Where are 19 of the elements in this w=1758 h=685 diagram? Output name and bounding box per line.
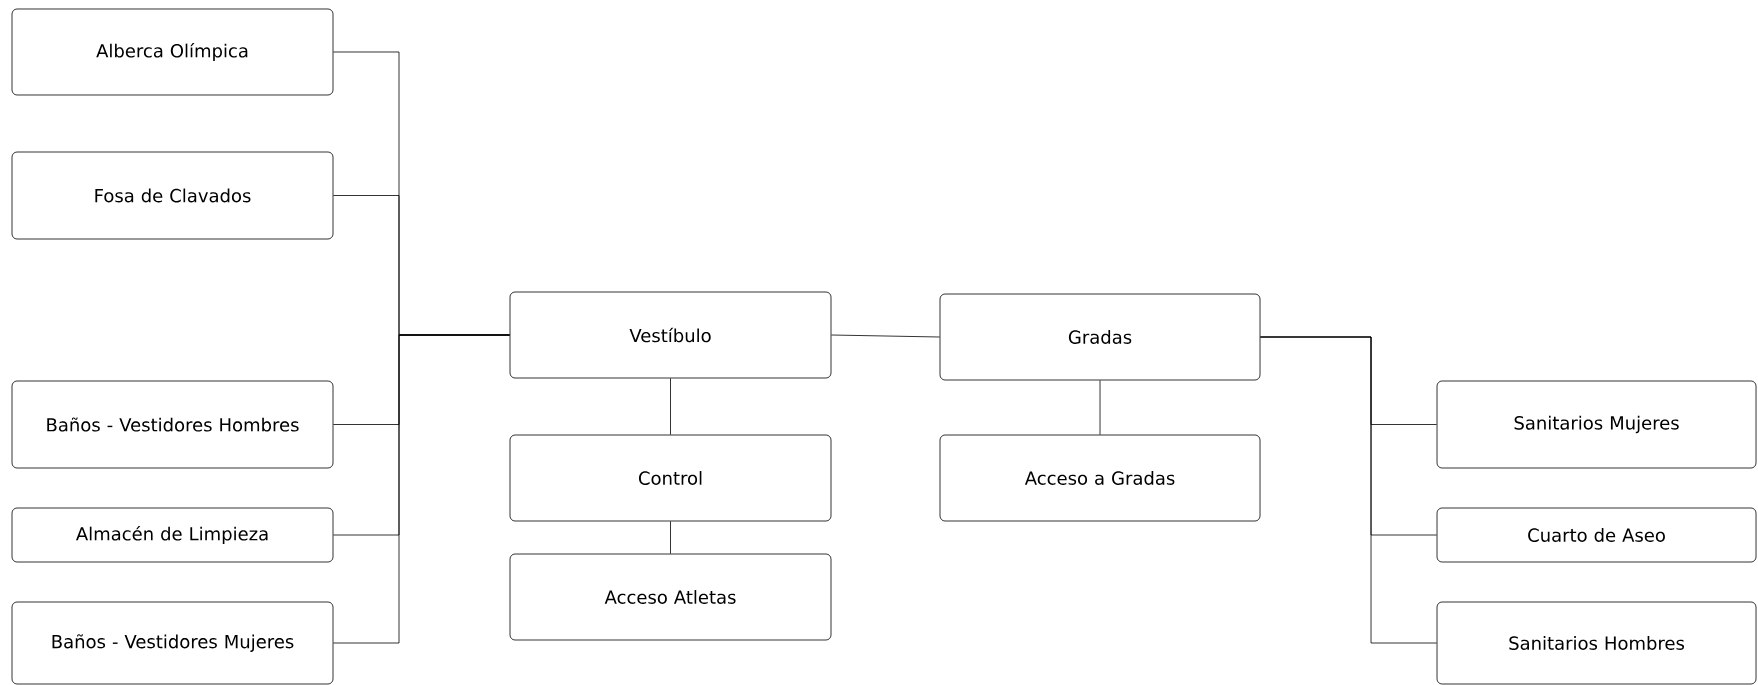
room-box: Vestíbulo [509,291,832,379]
room-box: Fosa de Clavados [11,151,334,240]
room-box: Baños - Vestidores Mujeres [11,601,334,685]
room-box: Acceso Atletas [509,553,832,641]
room-box: Sanitarios Mujeres [1436,380,1757,469]
connector-line [831,334,940,338]
connector-line [670,378,671,435]
room-box: Almacén de Limpieza [11,507,334,563]
room-box: Control [509,434,832,522]
connector-line [670,521,671,554]
connector-line [333,334,510,644]
room-box: Cuarto de Aseo [1436,507,1757,563]
room-box: Alberca Olímpica [11,8,334,96]
room-box: Acceso a Gradas [939,434,1261,522]
room-box: Baños - Vestidores Hombres [11,380,334,469]
connector-line [1260,336,1437,644]
room-box: Sanitarios Hombres [1436,601,1757,685]
room-box: Gradas [939,293,1261,381]
connector-line [1099,380,1101,435]
